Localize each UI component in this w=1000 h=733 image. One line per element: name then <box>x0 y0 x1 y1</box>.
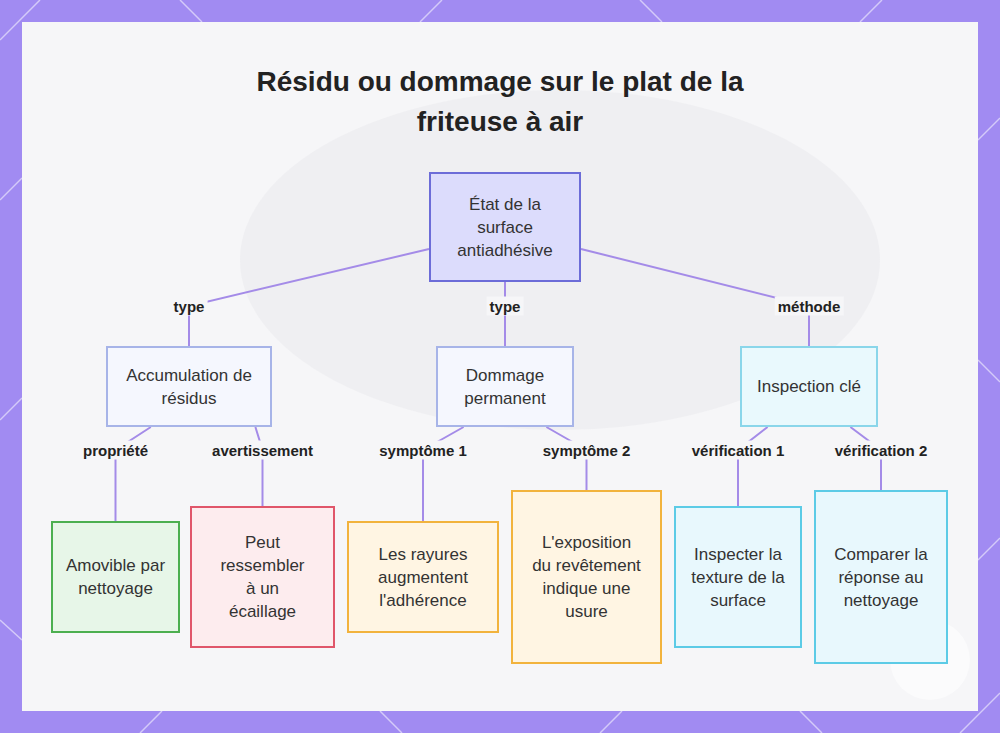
edge-label: méthode <box>775 297 844 316</box>
node-text: Accumulation de résidus <box>120 364 258 410</box>
category-box: Accumulation de résidus <box>106 346 272 427</box>
node-text: L'exposition du revêtement indique une u… <box>531 531 642 623</box>
diagram-title: Résidu ou dommage sur le plat de la frit… <box>225 62 775 142</box>
detail-box: Peut ressembler à un écaillage <box>190 506 335 648</box>
detail-box: Les rayures augmentent l'adhérence <box>347 521 499 633</box>
connector-line <box>738 427 768 506</box>
connector-line <box>255 427 262 506</box>
edge-label: symptôme 2 <box>540 441 634 460</box>
edge-label: vérification 1 <box>689 441 788 460</box>
content-panel <box>22 22 978 711</box>
edge-label: vérification 2 <box>832 441 931 460</box>
edge-label: propriété <box>80 441 151 460</box>
node-text: Peut ressembler à un écaillage <box>216 531 309 623</box>
detail-box: Comparer la réponse au nettoyage <box>814 490 948 664</box>
detail-box: Amovible par nettoyage <box>51 521 180 633</box>
node-text: Les rayures augmentent l'adhérence <box>361 543 485 612</box>
edge-label: avertissement <box>209 441 316 460</box>
connector-line <box>189 249 429 346</box>
category-box: Inspection clé <box>740 346 878 427</box>
node-text: Comparer la réponse au nettoyage <box>834 543 928 612</box>
root-box: État de la surface antiadhésive <box>429 172 581 282</box>
node-text: Inspecter la texture de la surface <box>690 543 786 612</box>
category-box: Dommage permanent <box>436 346 574 427</box>
edge-label: type <box>487 297 524 316</box>
edge-label: type <box>171 297 208 316</box>
node-text: Dommage permanent <box>452 364 558 410</box>
node-text: Inspection clé <box>757 375 861 398</box>
node-text: État de la surface antiadhésive <box>443 193 567 262</box>
edge-label: symptôme 1 <box>376 441 470 460</box>
background-blur <box>240 90 880 430</box>
detail-box: Inspecter la texture de la surface <box>674 506 802 648</box>
detail-box: L'exposition du revêtement indique une u… <box>511 490 662 664</box>
node-text: Amovible par nettoyage <box>65 554 166 600</box>
